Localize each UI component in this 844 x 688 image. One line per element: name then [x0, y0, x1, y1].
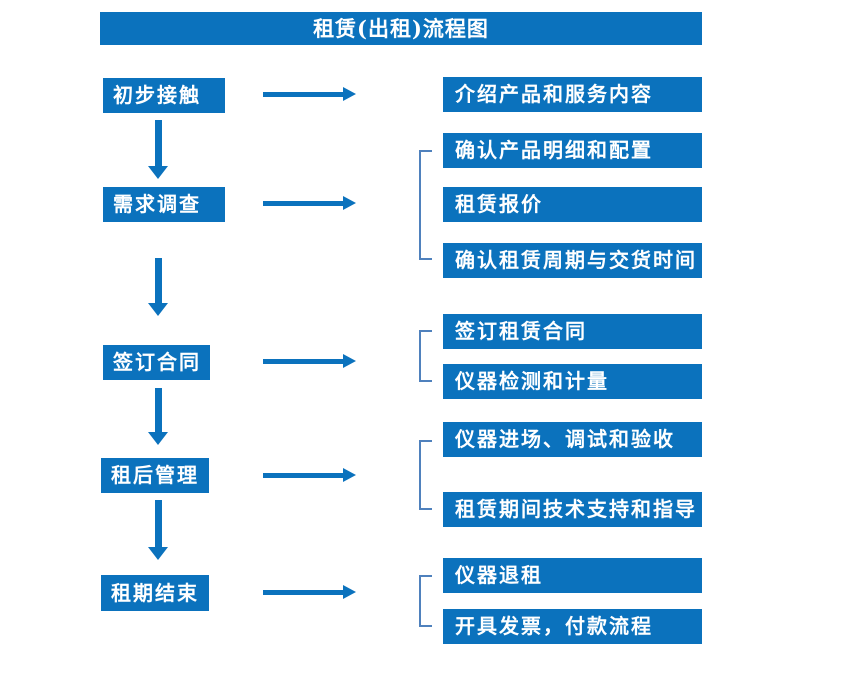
arrow-stem [154, 258, 162, 303]
step-box-rental-end: 租期结束 [101, 575, 209, 611]
group-bracket-demand-survey [419, 150, 432, 260]
arrow-stem [263, 590, 343, 595]
arrow-head [148, 303, 168, 316]
arrow-down-icon-2 [148, 258, 168, 316]
detail-box-confirm-period-delivery: 确认租赁周期与交货时间 [443, 243, 702, 278]
arrow-head [148, 547, 168, 560]
arrow-stem [263, 359, 343, 364]
group-bracket-sign-contract [419, 330, 432, 382]
step-box-sign-contract: 签订合同 [103, 345, 210, 380]
arrow-right-icon-2 [263, 196, 356, 211]
arrow-head [343, 87, 356, 101]
arrow-right-icon-3 [263, 354, 356, 369]
arrow-stem [154, 388, 162, 432]
detail-box-confirm-product-config: 确认产品明细和配置 [443, 133, 702, 168]
detail-box-introduce-products: 介绍产品和服务内容 [443, 77, 702, 112]
step-box-post-rental-management: 租后管理 [101, 458, 209, 493]
arrow-stem [263, 473, 343, 478]
arrow-down-icon-1 [148, 120, 168, 179]
arrow-right-icon-4 [263, 468, 356, 483]
detail-box-invoice-payment: 开具发票，付款流程 [443, 609, 702, 644]
arrow-right-icon-1 [263, 87, 356, 102]
arrow-head [343, 585, 356, 599]
group-bracket-rental-end [419, 575, 432, 627]
arrow-head [148, 166, 168, 179]
group-bracket-post-rental [419, 440, 432, 510]
arrow-stem [154, 500, 162, 547]
arrow-stem [263, 201, 343, 206]
arrow-stem [154, 120, 162, 166]
arrow-stem [263, 92, 343, 97]
detail-box-instrument-setup: 仪器进场、调试和验收 [443, 422, 702, 457]
arrow-down-icon-4 [148, 500, 168, 560]
arrow-right-icon-5 [263, 585, 356, 600]
arrow-head [343, 196, 356, 210]
arrow-head [343, 354, 356, 368]
detail-box-tech-support: 租赁期间技术支持和指导 [443, 492, 702, 527]
arrow-head [343, 468, 356, 482]
flowchart-title: 租赁(出租)流程图 [100, 12, 702, 45]
detail-box-instrument-testing: 仪器检测和计量 [443, 364, 702, 399]
arrow-down-icon-3 [148, 388, 168, 445]
detail-box-rental-quote: 租赁报价 [443, 187, 702, 222]
step-box-demand-survey: 需求调查 [103, 187, 225, 222]
step-box-initial-contact: 初步接触 [103, 78, 225, 113]
detail-box-sign-rental-contract: 签订租赁合同 [443, 314, 702, 349]
detail-box-instrument-return: 仪器退租 [443, 558, 702, 593]
arrow-head [148, 432, 168, 445]
